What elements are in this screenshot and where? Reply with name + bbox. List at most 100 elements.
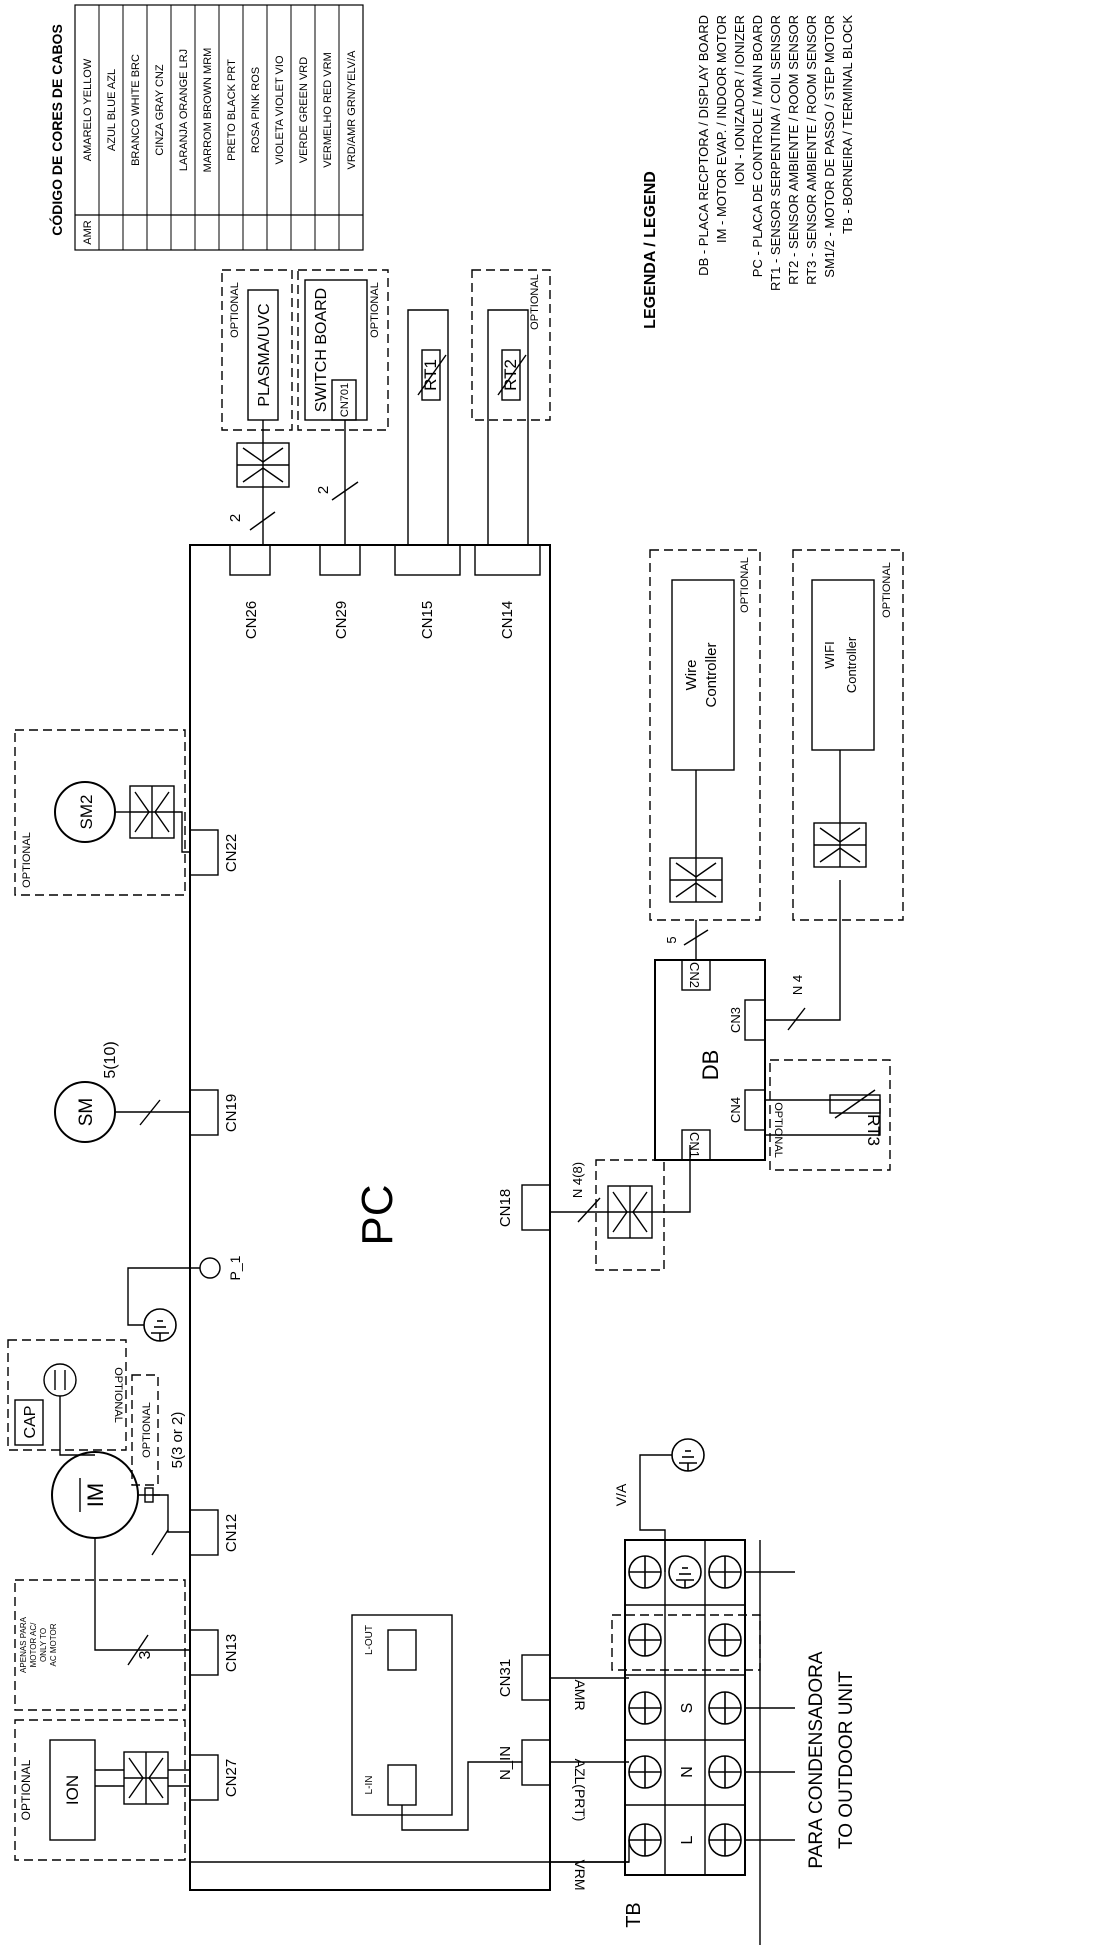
rt1-wires: [407, 309, 449, 545]
svg-text:CN12: CN12: [223, 1514, 240, 1552]
pc-label: PC: [353, 1184, 402, 1245]
plasma-connector: [236, 442, 290, 488]
legend-item: TB - BORNEIRA / TERMINAL BLOCK: [840, 15, 855, 234]
sm2-label: SM2: [77, 795, 96, 830]
db-cn2-label: CN2: [687, 962, 702, 988]
color-table-desc: LARANJA ORANGE LRJ: [178, 49, 190, 171]
connector-cn27: CN27: [189, 1754, 240, 1801]
cn701-label: CN701: [339, 383, 351, 417]
color-table-desc: PRETO BLACK PRT: [226, 59, 238, 161]
wire-controller-optional-box: [649, 549, 761, 921]
connector-cn15: CN15: [394, 544, 461, 639]
p1-point: [199, 1257, 221, 1279]
wire-color-azl-prt: AZL(PRT): [572, 1759, 588, 1822]
svg-text:CN31: CN31: [497, 1659, 514, 1697]
rt2-wires: [487, 309, 529, 545]
svg-text:CN27: CN27: [223, 1759, 240, 1797]
switch-board-label: SWITCH BOARD: [313, 288, 330, 412]
legend-item: DB - PLACA RECPTORA / DISPLAY BOARD: [696, 15, 711, 276]
im-label: IM: [83, 1483, 108, 1507]
legend-item: IM - MOTOR EVAP. / INDOOR MOTOR: [714, 15, 729, 243]
l-in-label: L-IN: [364, 1776, 375, 1795]
wire-color-va: V/A: [613, 1483, 629, 1506]
legend-item: SM1/2 - MOTOR DE PASSO / STEP MOTOR: [822, 15, 837, 278]
sm2-connector: [129, 785, 175, 839]
connector-cn22: CN22: [189, 829, 240, 876]
cap-label: CAP: [22, 1406, 39, 1439]
wire-count-sm: 5(10): [102, 1041, 119, 1078]
ground-tb: [671, 1438, 705, 1472]
rt3-optional-box: [769, 1059, 891, 1171]
tb-letter-l: L: [679, 1835, 696, 1844]
cn18-connector: [607, 1185, 653, 1239]
legend-item: PC - PLACA DE CONTROLE / MAIN BOARD: [750, 15, 765, 277]
tb-letter-n: N: [679, 1766, 696, 1778]
connector-cn13: CN13: [189, 1629, 240, 1676]
apenas-line-2: MOTOR AC/: [29, 1622, 38, 1668]
plasma-optional-label: OPTIONAL: [229, 282, 241, 338]
wire-count-switch: 2: [315, 486, 332, 494]
connector-cn18: CN18: [497, 1184, 551, 1231]
im-optional-label: OPTIONAL: [141, 1402, 153, 1458]
rt1-sensor: [421, 349, 441, 401]
color-table-desc: BRANCO WHITE BRC: [130, 54, 142, 166]
db-cn1-label: CN1: [687, 1132, 702, 1158]
ground-p1: [143, 1308, 177, 1342]
ion-connector: [123, 1751, 169, 1805]
ion-box: [49, 1739, 96, 1841]
svg-text:CN22: CN22: [223, 834, 240, 872]
legend-item: RT3 - SENSOR AMBIENTE / ROOM SENSOR: [804, 15, 819, 285]
wire-count-im-cn13: 3: [137, 1650, 154, 1659]
plasma-optional-box: [221, 269, 293, 431]
ion-optional-box: [14, 1719, 186, 1861]
plasma-label: PLASMA/UVC: [256, 303, 273, 406]
svg-text:CN14: CN14: [499, 601, 516, 639]
svg-text:CN26: CN26: [243, 601, 260, 639]
wire-count-cn18: N 4(8): [570, 1162, 585, 1198]
connector-cn14: CN14: [474, 544, 541, 639]
sm2-optional-label: OPTIONAL: [21, 832, 33, 888]
color-table-desc: VRD/AMR GRN/YELV/A: [346, 50, 358, 170]
svg-text:CN18: CN18: [497, 1189, 514, 1227]
wire-count-db-cn2: 5: [664, 936, 679, 943]
db-cn3-label: CN3: [728, 1007, 743, 1033]
outdoor-line-1: PARA CONDENSADORA: [806, 1651, 827, 1868]
wifi-text-1: WIFI: [822, 641, 837, 668]
color-table-desc: CINZA GRAY CNZ: [154, 64, 166, 156]
capacitor: [43, 1363, 77, 1397]
wire-controller-optional-label: OPTIONAL: [739, 557, 751, 613]
switch-optional-label: OPTIONAL: [369, 282, 381, 338]
svg-text:CN15: CN15: [419, 601, 436, 639]
ion-optional-label: OPTIONAL: [19, 1759, 33, 1820]
l-out-label: L-OUT: [364, 1625, 375, 1655]
color-table-desc: VERDE GREEN VRD: [298, 57, 310, 163]
rt2-optional-box: [471, 269, 551, 421]
color-table-desc: ROSA PINK ROS: [250, 67, 262, 153]
color-table-desc: MARROM BROWN MRM: [202, 48, 214, 173]
sm-label: SM: [76, 1098, 97, 1127]
legend-item: ION - IONIZADOR / IONIZER: [732, 15, 747, 185]
rt1-label: RT1: [421, 359, 440, 391]
p1-label: P_1: [227, 1255, 243, 1280]
wifi-controller-optional-box: [792, 549, 904, 921]
rt3-optional-label: OPTIONAL: [772, 1102, 784, 1158]
connector-cn12: CN12: [189, 1509, 240, 1556]
im-optional-box: [131, 1374, 159, 1486]
rt2-label: RT2: [501, 359, 520, 391]
rt2-sensor: [501, 349, 521, 401]
apenas-line-4: AC MOTOR: [49, 1623, 58, 1666]
color-table-desc: VIOLETA VIOLET VIO: [274, 55, 286, 164]
ion-label: ION: [63, 1775, 82, 1805]
connector-cn29: CN29: [319, 544, 361, 639]
apenas-line-3: ONLY TO: [39, 1628, 48, 1662]
color-table-desc: AZUL BLUE AZL: [106, 69, 118, 151]
db-label: DB: [698, 1050, 723, 1081]
svg-text:CN29: CN29: [333, 601, 350, 639]
wire-controller-text-2: Controller: [703, 642, 720, 707]
rt3-sensor: [829, 1094, 881, 1114]
svg-text:CN19: CN19: [223, 1094, 240, 1132]
color-table-desc: AMARELO YELLOW: [82, 58, 94, 161]
